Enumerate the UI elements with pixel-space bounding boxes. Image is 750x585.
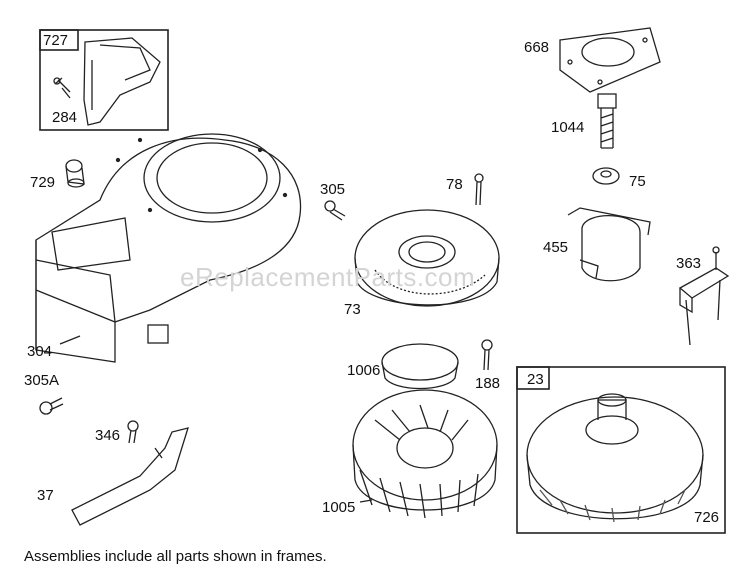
washer-75-drawing bbox=[592, 167, 620, 185]
bracket-363-drawing bbox=[678, 246, 730, 346]
frame-23-label-box bbox=[516, 366, 550, 390]
label-363: 363 bbox=[676, 255, 702, 272]
label-1006: 1006 bbox=[347, 362, 381, 379]
screw-305-drawing bbox=[324, 200, 346, 221]
label-726: 726 bbox=[694, 509, 720, 526]
frame-23 bbox=[516, 366, 726, 534]
label-668: 668 bbox=[524, 39, 550, 56]
label-23: 23 bbox=[527, 371, 544, 388]
screw-346-drawing bbox=[127, 420, 139, 444]
label-455: 455 bbox=[543, 239, 569, 256]
frame-727 bbox=[39, 29, 169, 131]
label-1005: 1005 bbox=[322, 499, 356, 516]
label-729: 729 bbox=[30, 174, 56, 191]
leader-304 bbox=[59, 335, 81, 345]
label-37: 37 bbox=[37, 487, 54, 504]
watermark: eReplacementParts.com bbox=[180, 262, 476, 292]
cup-455-drawing bbox=[567, 207, 651, 282]
label-188: 188 bbox=[475, 375, 501, 392]
screw-188-drawing bbox=[481, 339, 493, 371]
screw-284-drawing bbox=[53, 77, 71, 99]
label-727: 727 bbox=[43, 32, 69, 49]
label-284: 284 bbox=[52, 109, 78, 126]
grommet-729-drawing bbox=[65, 159, 85, 188]
retainer-1006-drawing bbox=[381, 343, 459, 390]
screen-73-drawing bbox=[354, 209, 500, 307]
bolt-1044-drawing bbox=[597, 93, 617, 149]
flywheel-726-drawing bbox=[526, 393, 704, 523]
label-75: 75 bbox=[629, 173, 646, 190]
baffle-727-drawing bbox=[83, 37, 161, 126]
fan-1005-drawing bbox=[352, 389, 498, 519]
caption: Assemblies include all parts shown in fr… bbox=[24, 548, 327, 565]
plate-668-drawing bbox=[559, 27, 661, 93]
label-73: 73 bbox=[344, 301, 361, 318]
blower-housing-304-drawing bbox=[35, 133, 302, 363]
screw-305A-drawing bbox=[39, 397, 64, 415]
bracket-37-drawing bbox=[71, 427, 189, 526]
leader-1005 bbox=[359, 499, 373, 503]
label-305: 305 bbox=[320, 181, 346, 198]
frame-727-label-box bbox=[39, 29, 79, 51]
label-346: 346 bbox=[95, 427, 121, 444]
label-1044: 1044 bbox=[551, 119, 585, 136]
label-78: 78 bbox=[446, 176, 463, 193]
label-304: 304 bbox=[27, 343, 53, 360]
screw-78-drawing bbox=[474, 173, 484, 206]
label-305A: 305A bbox=[24, 372, 60, 389]
